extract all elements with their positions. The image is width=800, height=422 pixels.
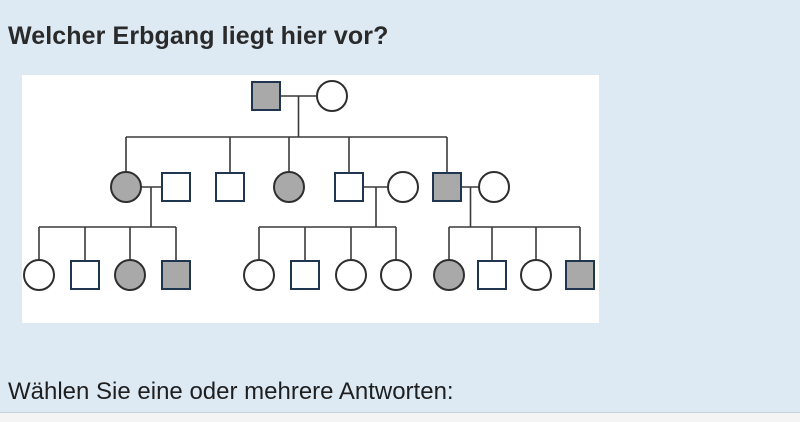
answer-prompt: Wählen Sie eine oder mehrere Antworten: [8, 378, 454, 405]
gen2-male-affected [432, 172, 462, 202]
gen3-female-affected [433, 259, 465, 291]
gen3-male-unaffected [477, 260, 507, 290]
answer-area-edge [0, 413, 800, 422]
gen3-male-affected [161, 260, 191, 290]
gen2-female-affected [110, 171, 142, 203]
gen3-male-affected [565, 260, 595, 290]
gen3-male-unaffected [290, 260, 320, 290]
pedigree-chart [23, 80, 595, 291]
gen1-male-affected [251, 81, 281, 111]
gen3-female-affected [114, 259, 146, 291]
gen2-female-unaffected [387, 171, 419, 203]
gen2-male-unaffected [215, 172, 245, 202]
gen3-female-unaffected [520, 259, 552, 291]
gen3-female-unaffected [243, 259, 275, 291]
gen2-male-unaffected [334, 172, 364, 202]
gen2-male-unaffected [161, 172, 191, 202]
gen3-female-unaffected [335, 259, 367, 291]
question-title: Welcher Erbgang liegt hier vor? [8, 22, 389, 50]
gen2-female-unaffected [478, 171, 510, 203]
pedigree-figure [22, 75, 599, 323]
gen3-male-unaffected [70, 260, 100, 290]
gen3-female-unaffected [380, 259, 412, 291]
gen2-female-affected [273, 171, 305, 203]
gen3-female-unaffected [23, 259, 55, 291]
panel-divider [0, 412, 800, 413]
gen1-female-unaffected [316, 80, 348, 112]
